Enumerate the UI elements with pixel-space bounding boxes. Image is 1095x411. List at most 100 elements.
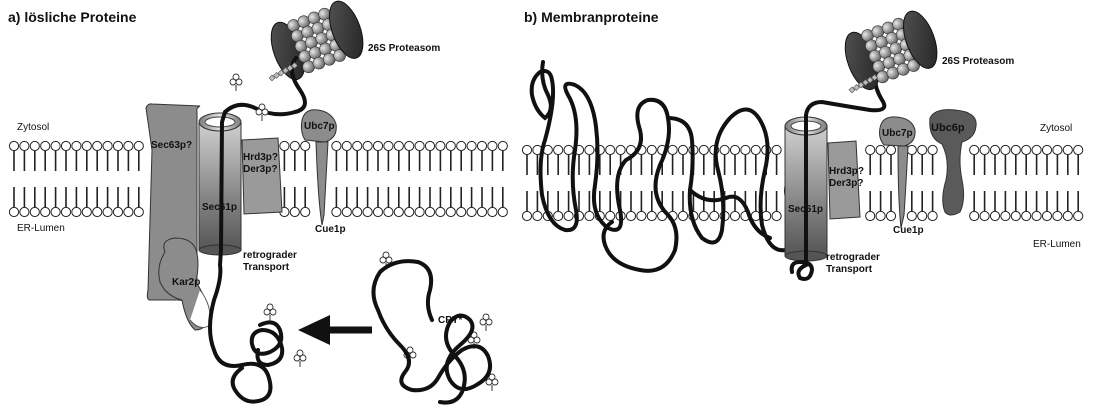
membrane-b-lipid-head bbox=[907, 145, 916, 154]
proteasome-label-a: 26S Proteasom bbox=[368, 43, 440, 54]
membrane-a-lipid-head bbox=[436, 141, 445, 150]
zytosol-label-b: Zytosol bbox=[1040, 123, 1072, 134]
membrane-a-lipid-head bbox=[9, 141, 18, 150]
membrane-b-lipid-head bbox=[668, 145, 677, 154]
membrane-b-lipid-head bbox=[564, 145, 573, 154]
membrane-b-lipid-head bbox=[990, 145, 999, 154]
membrane-a-lipid-head bbox=[415, 141, 424, 150]
membrane-a-lipid-head bbox=[394, 207, 403, 216]
membrane-a-lipid-head bbox=[373, 207, 382, 216]
cue1-protein-b bbox=[898, 146, 908, 228]
membrane-b-lipid-head bbox=[886, 145, 895, 154]
membrane-b-lipid-head bbox=[626, 211, 635, 220]
glycan-groups-a bbox=[230, 74, 498, 391]
proteasome-label-b: 26S Proteasom bbox=[942, 56, 1014, 67]
membrane-b-lipid-head bbox=[907, 211, 916, 220]
membrane-a-lipid-head bbox=[384, 141, 393, 150]
membrane-a-lipid-head bbox=[134, 141, 143, 150]
membrane-b-lipid-head bbox=[1022, 211, 1031, 220]
membrane-a-lipid-head bbox=[61, 141, 70, 150]
membrane-a-lipid-head bbox=[477, 207, 486, 216]
membrane-b-lipid-head bbox=[1042, 145, 1051, 154]
membrane-a-lipid-head bbox=[498, 207, 507, 216]
membrane-b-lipid-head bbox=[1011, 211, 1020, 220]
membrane-a-lipid-head bbox=[353, 141, 362, 150]
membrane-b-lipid-head bbox=[678, 211, 687, 220]
membrane-b-lipid-head bbox=[876, 211, 885, 220]
cue1-label: Cue1p bbox=[315, 224, 346, 235]
membrane-b-lipid-head bbox=[1053, 145, 1062, 154]
membrane-a-lipid-head bbox=[332, 141, 341, 150]
membrane-a-lipid-head bbox=[353, 207, 362, 216]
membrane-a-lipid-head bbox=[446, 207, 455, 216]
membrane-b-lipid-head bbox=[720, 145, 729, 154]
membrane-a-lipid-head bbox=[20, 207, 29, 216]
membrane-a-lipid-head bbox=[290, 207, 299, 216]
retro-label-a-1: retrograder bbox=[243, 250, 297, 261]
sec63-label: Sec63p? bbox=[151, 140, 192, 151]
membrane-b-lipid-head bbox=[554, 211, 563, 220]
membrane-a-lipid-head bbox=[457, 207, 466, 216]
membrane-a-lipid-head bbox=[30, 141, 39, 150]
retro-label-b-1: retrograder bbox=[826, 252, 880, 263]
membrane-a-lipid-head bbox=[301, 141, 310, 150]
membrane-b-lipid-head bbox=[886, 211, 895, 220]
membrane-a-lipid-head bbox=[41, 141, 50, 150]
membrane-a-lipid-head bbox=[405, 207, 414, 216]
membrane-b-lipid-head bbox=[522, 145, 531, 154]
membrane-b-lipid-head bbox=[554, 145, 563, 154]
membrane-b-lipid-head bbox=[647, 211, 656, 220]
membrane-b-lipid-head bbox=[928, 211, 937, 220]
hrd3-label: Hrd3p? bbox=[243, 152, 278, 163]
membrane-a-lipid-head bbox=[82, 141, 91, 150]
membrane-protein-chain bbox=[532, 62, 677, 271]
membrane-b-lipid-head bbox=[730, 211, 739, 220]
membrane-a-lipid-head bbox=[72, 207, 81, 216]
panel-b-title: b) Membranproteine bbox=[524, 9, 659, 25]
membrane-a-lipid-head bbox=[51, 141, 60, 150]
membrane-a-lipid-head bbox=[477, 141, 486, 150]
glycan bbox=[256, 104, 268, 121]
membrane-b-lipid-head bbox=[1032, 211, 1041, 220]
membrane-b-lipid-head bbox=[678, 145, 687, 154]
membrane-b-lipid-head bbox=[1063, 211, 1072, 220]
membrane-b-lipid-head bbox=[1022, 145, 1031, 154]
membrane-b-lipid-head bbox=[772, 145, 781, 154]
membrane-a-lipid-head bbox=[373, 141, 382, 150]
panel-a-title: a) lösliche Proteine bbox=[8, 9, 137, 25]
membrane-b-lipid-head bbox=[1053, 211, 1062, 220]
membrane-a-lipid-head bbox=[332, 207, 341, 216]
membrane-b-lipid-head bbox=[606, 145, 615, 154]
membrane-a-lipid-head bbox=[72, 141, 81, 150]
er-lumen-label-b: ER-Lumen bbox=[1033, 239, 1081, 250]
membrane-a-lipid-head bbox=[103, 141, 112, 150]
membrane-b-lipid-head bbox=[699, 145, 708, 154]
membrane-a-lipid-head bbox=[405, 141, 414, 150]
membrane-b-lipid-head bbox=[585, 211, 594, 220]
proteasome-body bbox=[839, 7, 944, 94]
membrane-a-lipid-head bbox=[301, 207, 310, 216]
membrane-a-lipid-head bbox=[113, 141, 122, 150]
membrane-b-lipid-head bbox=[699, 211, 708, 220]
arrow-icon bbox=[298, 315, 372, 345]
glycan bbox=[294, 350, 306, 367]
membrane-a-lipid-head bbox=[467, 141, 476, 150]
membrane-a-lipid-head bbox=[124, 141, 133, 150]
membrane-a-lipid-head bbox=[363, 141, 372, 150]
membrane-a-lipid-head bbox=[436, 207, 445, 216]
membrane-a-lipid-head bbox=[93, 141, 102, 150]
membrane-a-lipid-head bbox=[457, 141, 466, 150]
membrane-b-lipid-head bbox=[980, 145, 989, 154]
membrane-b-lipid-head bbox=[970, 211, 979, 220]
membrane-a-lipid-head bbox=[9, 207, 18, 216]
membrane-a-lipid-head bbox=[124, 207, 133, 216]
der3-label-b: Der3p? bbox=[829, 178, 863, 189]
cue1-label-b: Cue1p bbox=[893, 225, 924, 236]
membrane-a-lipid-head bbox=[113, 207, 122, 216]
glycan bbox=[264, 304, 276, 321]
membrane-a-lipid-head bbox=[342, 141, 351, 150]
panel-a: a) lösliche Proteine Sec63p? Kar2p Sec61… bbox=[8, 0, 498, 403]
membrane-a-lipid-head bbox=[30, 207, 39, 216]
membrane-a-lipid-head bbox=[61, 207, 70, 216]
